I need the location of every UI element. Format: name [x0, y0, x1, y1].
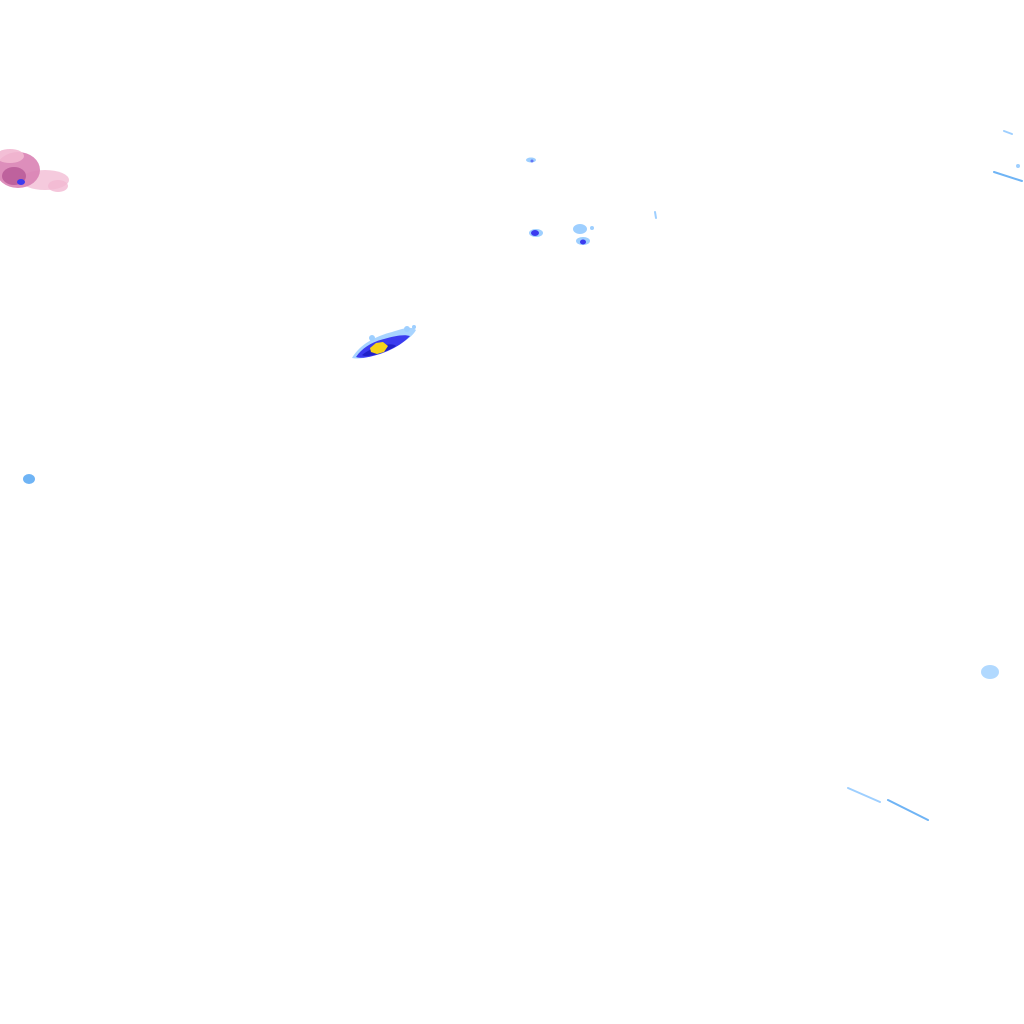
- rain-cell-b-halo-upper: [573, 224, 587, 234]
- rain-speck-east: [981, 665, 999, 679]
- rain-streak-northeast: [993, 130, 1023, 182]
- rain-streak-se-a: [847, 787, 881, 803]
- rain-cell-b-core: [580, 239, 586, 245]
- rain-streak-ne-upper: [1003, 130, 1013, 135]
- rain-cell-a-core: [531, 230, 539, 236]
- rain-speck-nc-core: [530, 159, 534, 163]
- rain-cell-north-center-a: [529, 229, 543, 237]
- rain-band-fleck-b: [412, 325, 416, 329]
- rain-streak-se-b: [887, 799, 929, 821]
- rain-band-heavy-core: [370, 342, 388, 354]
- mixed-precip-cell-northwest: [0, 149, 69, 192]
- rain-band-fleck-a: [404, 326, 410, 332]
- rain-streak-southeast: [847, 787, 929, 821]
- rain-speck-east-body: [981, 665, 999, 679]
- rain-speck-north-center: [526, 157, 657, 219]
- rain-speck-nc-streak: [654, 211, 657, 219]
- mixed-precip-rain-core: [17, 179, 25, 185]
- rain-cell-north-center-b: [573, 224, 594, 245]
- mixed-precip-core-upper: [0, 149, 24, 163]
- rain-streak-ne-fleck: [1016, 164, 1020, 168]
- rain-cell-central-band: [352, 325, 416, 359]
- rain-cell-b-fleck: [590, 226, 594, 230]
- rain-speck-west: [23, 474, 35, 484]
- rain-band-fleck-c: [369, 335, 375, 341]
- mixed-precip-light-tail: [48, 180, 68, 192]
- rain-speck-west-body: [23, 474, 35, 484]
- rain-streak-ne-main: [993, 171, 1023, 182]
